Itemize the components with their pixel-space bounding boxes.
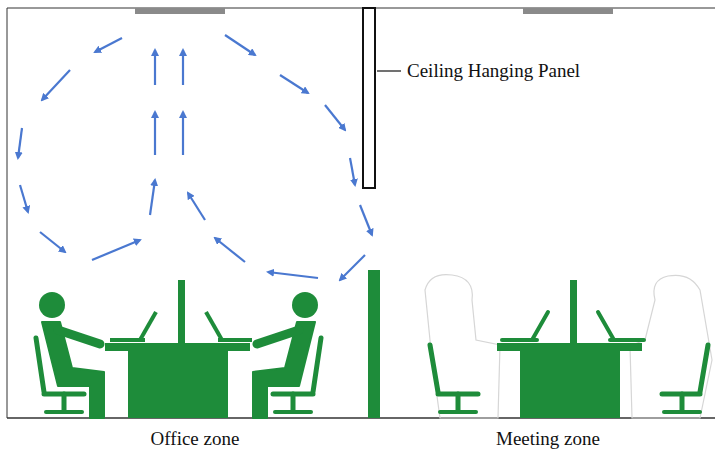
- airflow-arrow: [150, 180, 155, 215]
- airflow-arrows: [18, 35, 372, 280]
- airflow-arrow: [40, 232, 65, 252]
- airflow-arrow: [325, 105, 345, 130]
- zone-label: Meeting zone: [496, 428, 600, 450]
- airflow-arrow: [95, 38, 122, 52]
- airflow-arrow: [154, 112, 156, 155]
- airflow-arrow: [154, 50, 156, 85]
- person-figure: [253, 292, 321, 418]
- airflow-arrow: [42, 70, 70, 100]
- airflow-arrow: [188, 193, 205, 220]
- zone-label: Office zone: [151, 428, 240, 450]
- office-furniture: [105, 280, 252, 418]
- airflow-arrow: [280, 75, 308, 93]
- airflow-arrow: [350, 158, 355, 185]
- leader-line: [377, 70, 401, 71]
- meeting-furniture: [430, 280, 708, 418]
- panel-label: Ceiling Hanging Panel: [407, 60, 580, 82]
- airflow-arrow: [215, 238, 245, 262]
- ceiling-light: [523, 8, 613, 14]
- airflow-arrow: [225, 35, 255, 55]
- airflow-arrow: [182, 50, 184, 85]
- airflow-arrow: [360, 205, 372, 235]
- airflow-arrow: [20, 185, 28, 212]
- hanging-panel: [363, 8, 375, 188]
- partition: [368, 270, 380, 418]
- airflow-arrow: [182, 112, 184, 155]
- ceiling-light: [135, 8, 225, 14]
- person-figure: [36, 292, 104, 418]
- faded-person: [425, 275, 712, 418]
- airflow-arrow: [92, 240, 140, 260]
- airflow-arrow: [340, 255, 365, 280]
- airflow-arrow: [18, 128, 22, 158]
- airflow-arrow: [268, 272, 318, 278]
- wall-line: [7, 8, 8, 418]
